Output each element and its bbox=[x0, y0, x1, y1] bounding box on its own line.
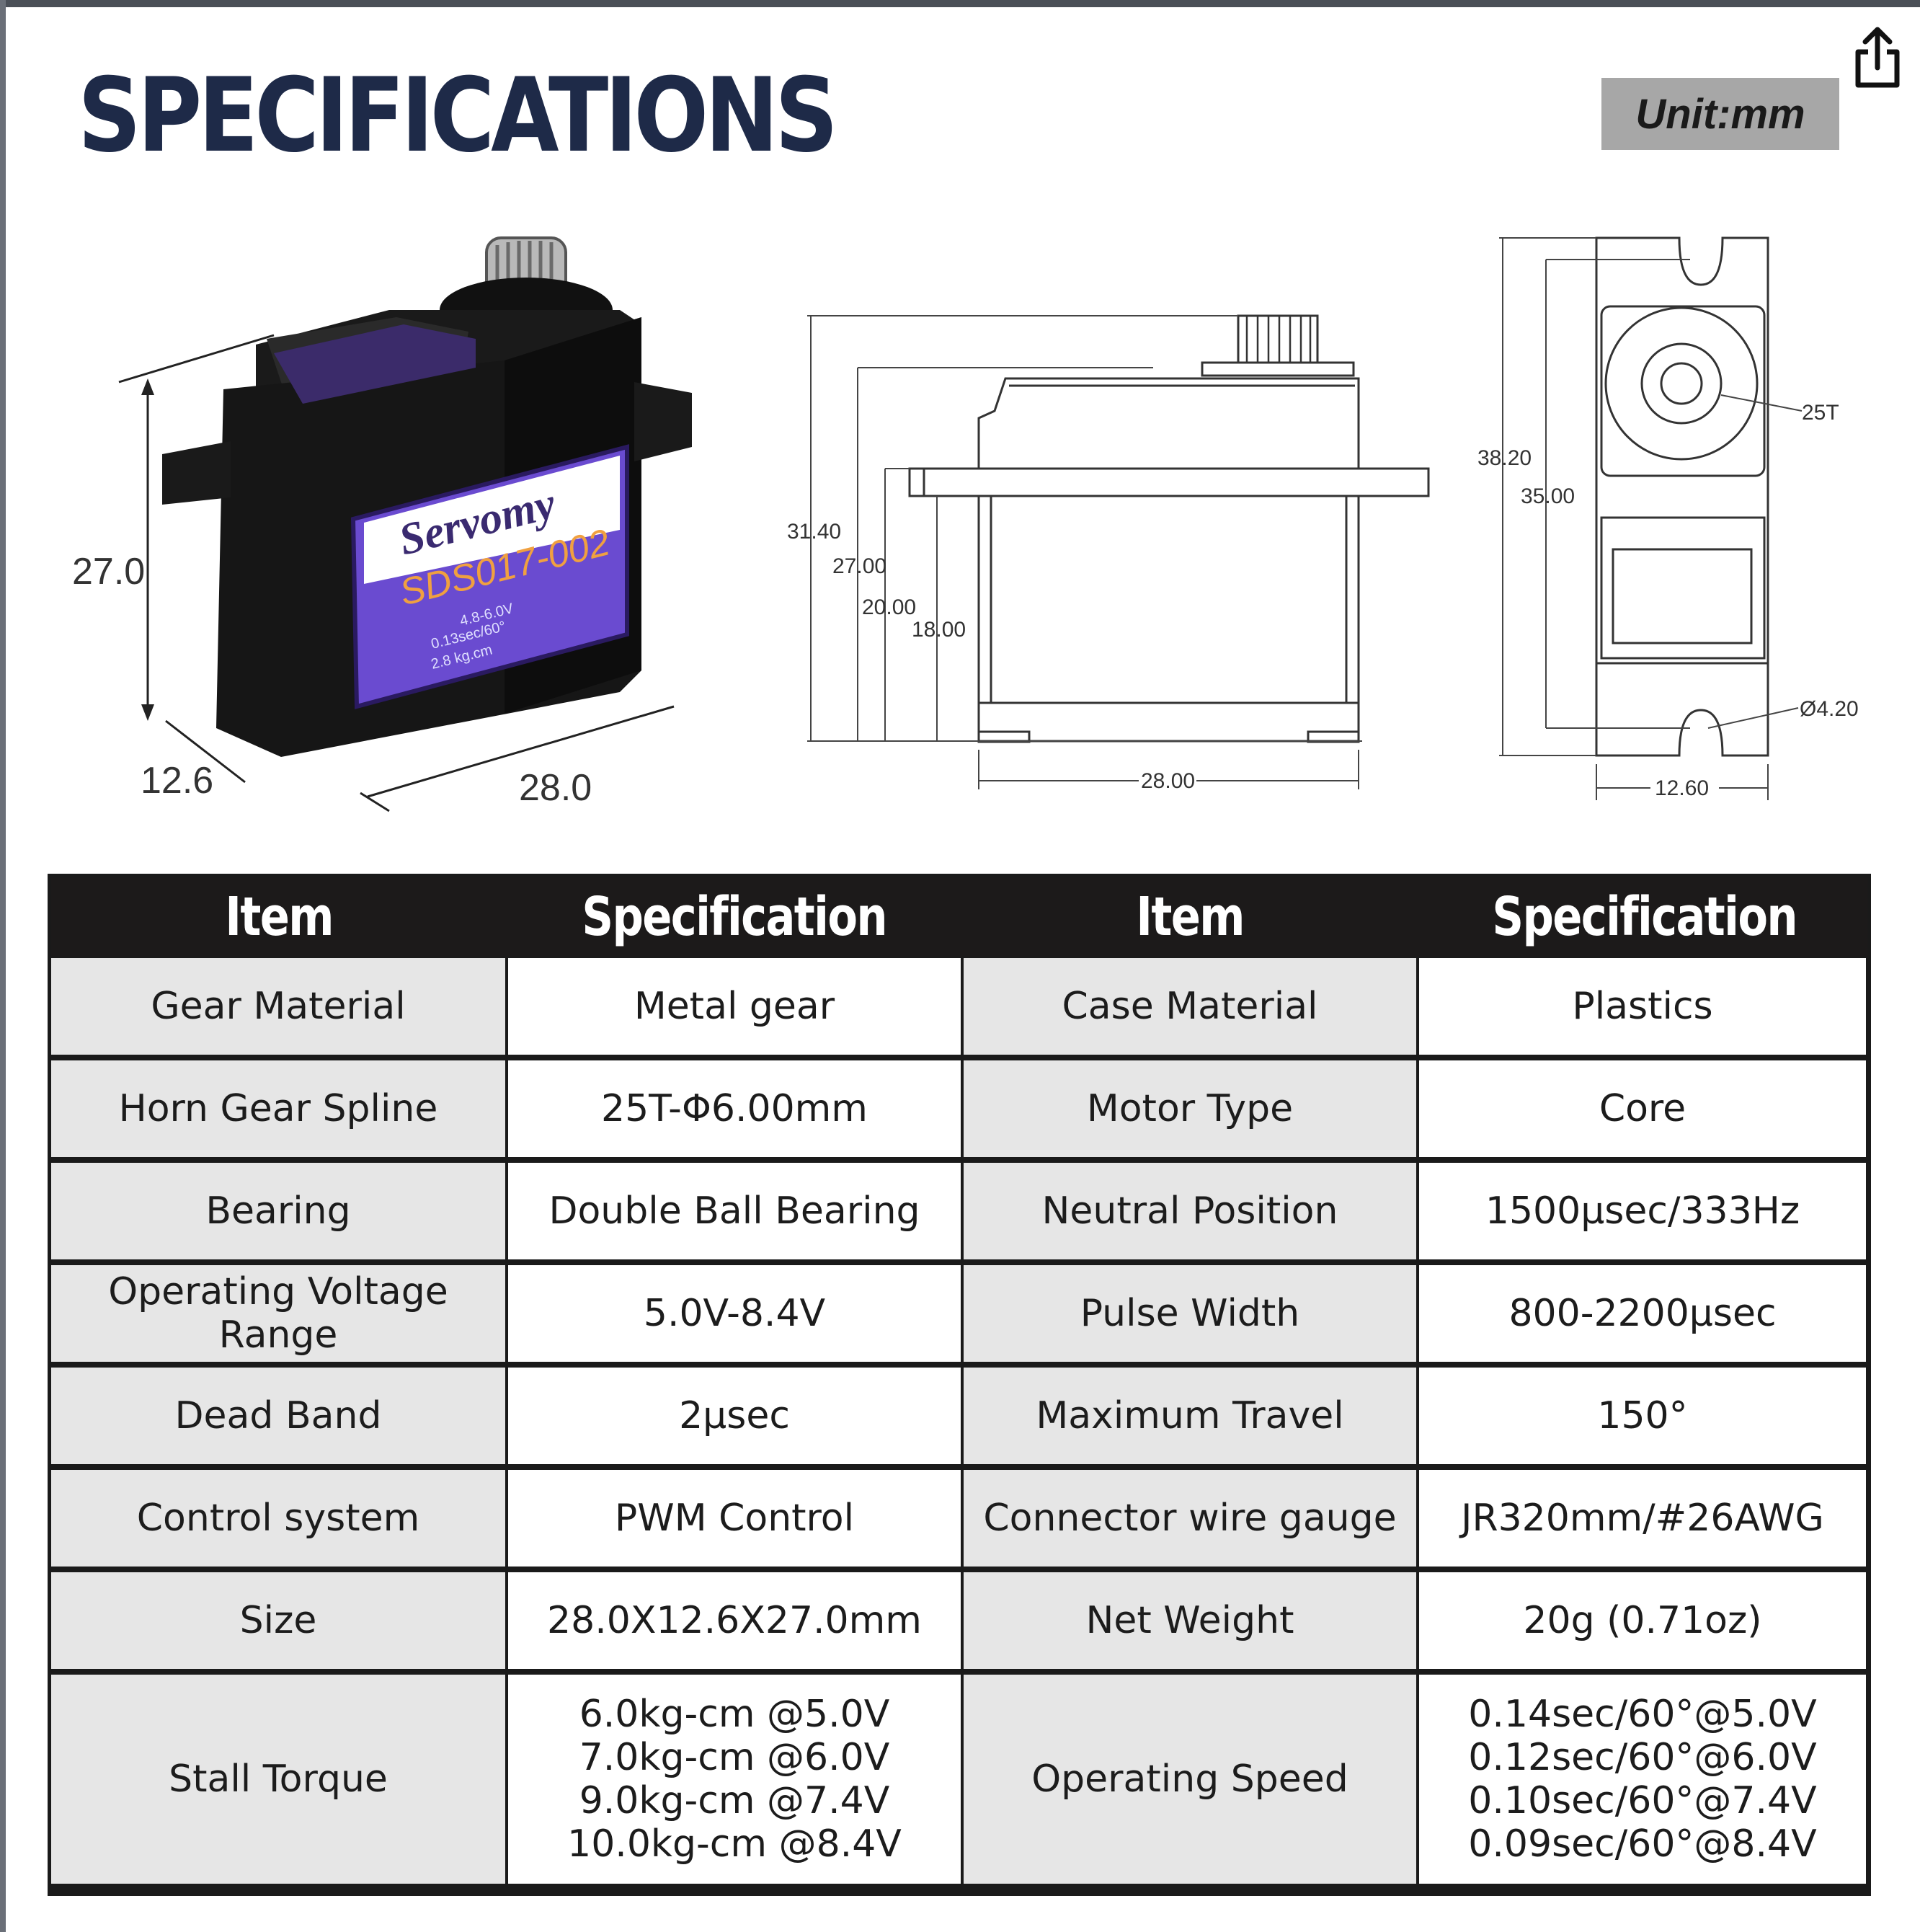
table-cell-spec: 1500μsec/333Hz bbox=[1419, 1163, 1866, 1259]
table-cell-spec: 2μsec bbox=[508, 1368, 961, 1464]
dim-front-total-height: 38.20 bbox=[1477, 446, 1532, 470]
dim-front-spline: 25T bbox=[1802, 401, 1839, 425]
front-view-drawing bbox=[1595, 236, 1769, 757]
table-cell-item: Horn Gear Spline bbox=[51, 1060, 505, 1157]
table-cell-item: Stall Torque bbox=[51, 1675, 505, 1884]
table-cell-item: Case Material bbox=[964, 958, 1416, 1055]
table-cell-item: Control system bbox=[51, 1470, 505, 1567]
table-cell-spec: Metal gear bbox=[508, 958, 961, 1055]
table-cell-spec: 800-2200μsec bbox=[1419, 1265, 1866, 1362]
dim-side-h27: 27.00 bbox=[832, 554, 886, 578]
table-cell-item: Dead Band bbox=[51, 1368, 505, 1464]
table-cell-item: Operating Voltage Range bbox=[51, 1265, 505, 1362]
header-spec-1: Specification bbox=[582, 886, 888, 948]
dim-front-hole-diameter: Ø4.20 bbox=[1800, 697, 1859, 721]
table-cell-item: Neutral Position bbox=[964, 1163, 1416, 1259]
header-item-1: Item bbox=[225, 886, 334, 948]
table-cell-item: Bearing bbox=[51, 1163, 505, 1259]
table-cell-item: Connector wire gauge bbox=[964, 1470, 1416, 1567]
share-icon[interactable] bbox=[1852, 26, 1903, 91]
table-cell-item: Pulse Width bbox=[964, 1265, 1416, 1362]
table-cell-spec: 5.0V-8.4V bbox=[508, 1265, 961, 1362]
table-cell-item: Net Weight bbox=[964, 1572, 1416, 1669]
dim-3d-depth: 12.6 bbox=[141, 760, 213, 802]
table-cell-spec: 20g (0.71oz) bbox=[1419, 1572, 1866, 1669]
dim-3d-height: 27.0 bbox=[72, 551, 145, 593]
table-cell-spec: Plastics bbox=[1419, 958, 1866, 1055]
dim-side-width: 28.00 bbox=[1141, 769, 1195, 793]
table-cell-item: Maximum Travel bbox=[964, 1368, 1416, 1464]
dim-front-width: 12.60 bbox=[1655, 776, 1709, 800]
table-cell-spec: Double Ball Bearing bbox=[508, 1163, 961, 1259]
table-cell-item: Motor Type bbox=[964, 1060, 1416, 1157]
dim-front-hole-spacing: 35.00 bbox=[1521, 484, 1575, 508]
servo-photo: Servomy SDS017-002 4.8-6.0V 0.13sec/60° … bbox=[162, 236, 692, 757]
table-cell-item: Gear Material bbox=[51, 958, 505, 1055]
table-cell-item: Operating Speed bbox=[964, 1675, 1416, 1884]
table-cell-item: Size bbox=[51, 1572, 505, 1669]
table-cell-spec: 28.0X12.6X27.0mm bbox=[508, 1572, 961, 1669]
table-cell-spec: PWM Control bbox=[508, 1470, 961, 1567]
dim-side-total-height: 31.40 bbox=[787, 520, 841, 544]
unit-badge: Unit:mm bbox=[1601, 78, 1839, 150]
table-cell-spec: 150° bbox=[1419, 1368, 1866, 1464]
dim-side-h20: 20.00 bbox=[862, 595, 916, 619]
header-item-2: Item bbox=[1136, 886, 1245, 948]
page-title: SPECIFICATIONS bbox=[78, 56, 838, 175]
table-cell-spec: JR320mm/#26AWG bbox=[1419, 1470, 1866, 1567]
side-view-drawing bbox=[908, 314, 1430, 743]
table-header-row: Item Specification Item Specification bbox=[51, 877, 1867, 957]
table-cell-spec: 0.14sec/60°@5.0V 0.12sec/60°@6.0V 0.10se… bbox=[1419, 1675, 1866, 1884]
dim-3d-width: 28.0 bbox=[519, 767, 592, 809]
window-left-edge bbox=[0, 0, 6, 1932]
table-cell-spec: 6.0kg-cm @5.0V 7.0kg-cm @6.0V 9.0kg-cm @… bbox=[508, 1675, 961, 1884]
window-top-edge bbox=[0, 0, 1920, 7]
spec-table: Item Specification Item Specification Ge… bbox=[48, 874, 1871, 1896]
diagram-area: Servomy SDS017-002 4.8-6.0V 0.13sec/60° … bbox=[0, 0, 1920, 829]
table-cell-spec: 25T-Φ6.00mm bbox=[508, 1060, 961, 1157]
header-spec-2: Specification bbox=[1492, 886, 1798, 948]
dim-side-h18: 18.00 bbox=[912, 618, 966, 642]
table-cell-spec: Core bbox=[1419, 1060, 1866, 1157]
